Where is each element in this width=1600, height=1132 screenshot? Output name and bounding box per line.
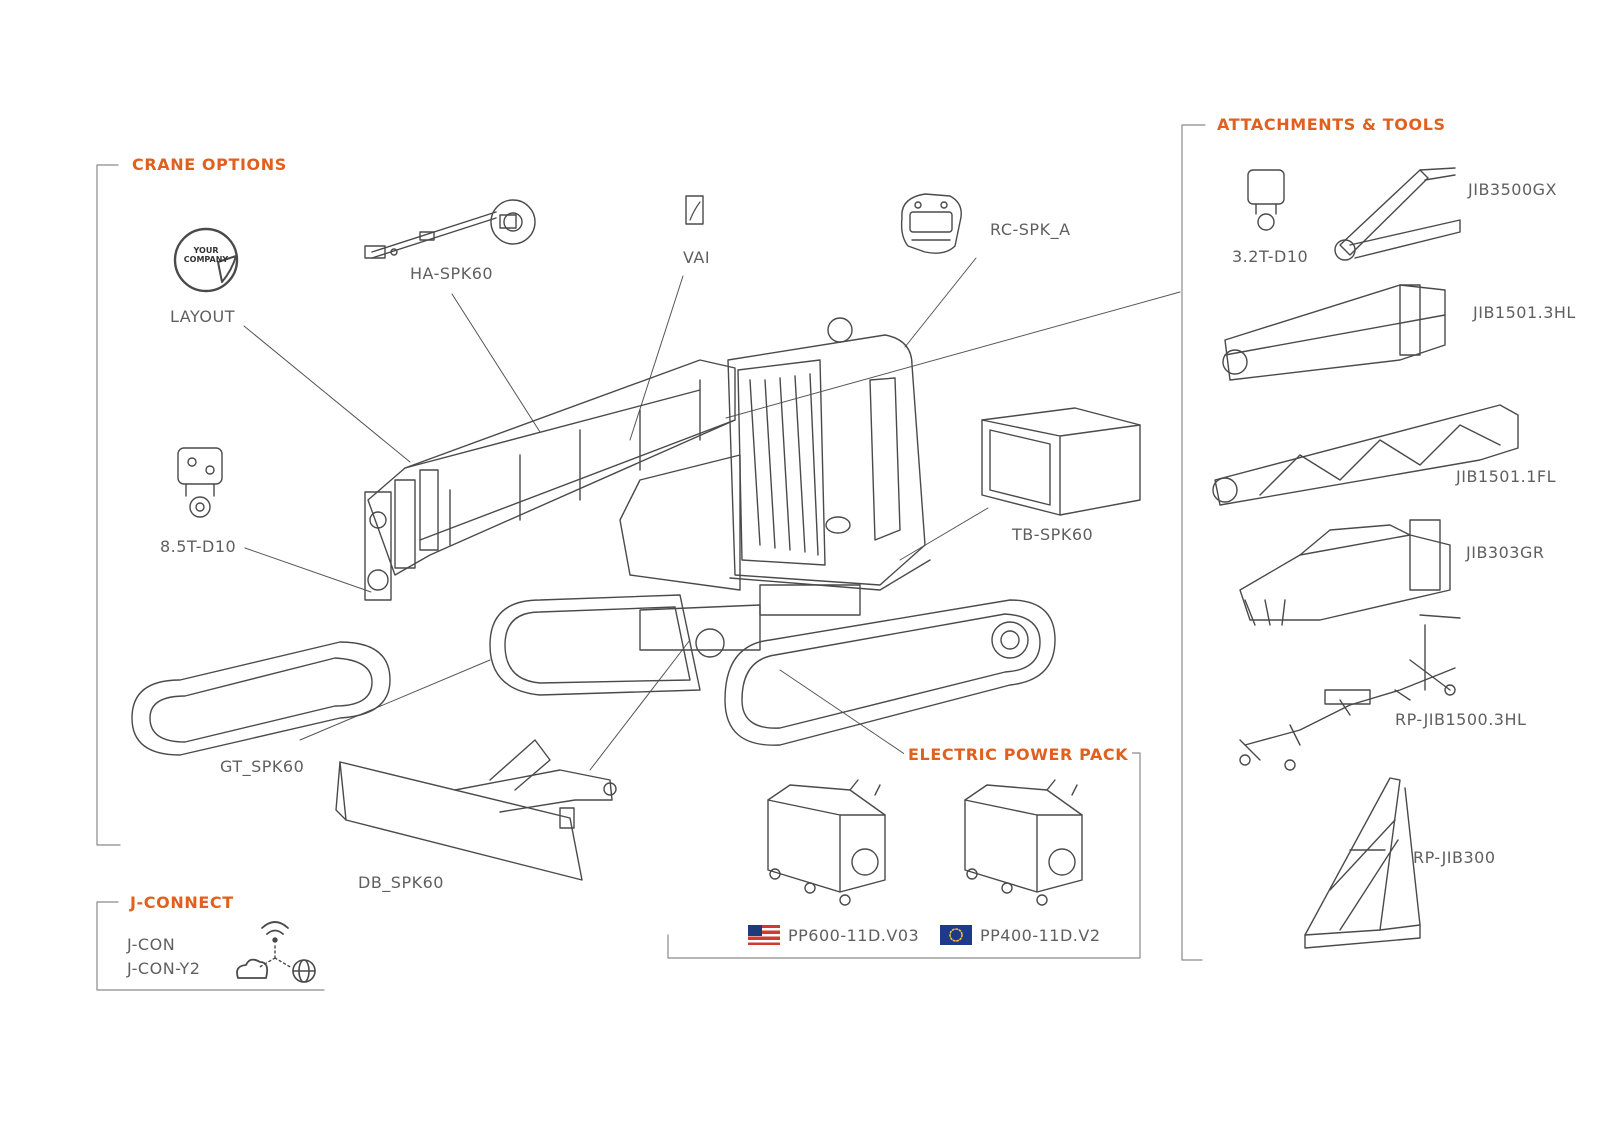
label-jib303gr: JIB303GR (1466, 543, 1545, 562)
label-hook-3-2t: 3.2T-D10 (1232, 247, 1309, 266)
ha-spk60-drawing (364, 199, 536, 259)
db-spk60-drawing (335, 739, 617, 881)
crane-boom (364, 317, 853, 601)
power-pack-eu-drawing (964, 779, 1083, 906)
sticker-text: YOUR COMPANY (180, 246, 232, 264)
crane-tracks (489, 594, 1056, 746)
hook-icon-small (1247, 169, 1285, 231)
label-jib3500gx: JIB3500GX (1468, 180, 1557, 199)
wifi-icon (257, 921, 293, 969)
label-rp-jib300: RP-JIB300 (1413, 848, 1496, 867)
section-brackets (96, 124, 1206, 991)
jib1501-3hl-drawing (1222, 284, 1446, 381)
label-rc-spk-a: RC-SPK_A (990, 220, 1071, 239)
jib303gr-drawing (1239, 519, 1451, 626)
rp-jib300-drawing (1304, 777, 1421, 949)
label-gt-spk60: GT_SPK60 (220, 757, 305, 776)
eu-flag-icon (940, 925, 972, 945)
us-flag-icon (748, 925, 780, 945)
section-title-j-connect: J-CONNECT (126, 893, 238, 912)
label-j-con: J-CON (127, 935, 176, 954)
tb-spk60-drawing (981, 407, 1141, 516)
label-jib1501-3hl: JIB1501.3HL (1473, 303, 1576, 322)
label-j-con-y2: J-CON-Y2 (127, 959, 201, 978)
gt-spk60-drawing (131, 641, 391, 756)
cloud-icon (236, 958, 269, 979)
remote-control-icon (900, 193, 962, 254)
sticker-text-line1: YOUR (193, 246, 219, 255)
globe-icon (292, 959, 316, 983)
rp-jib1500-drawing (1239, 614, 1461, 771)
leader-lines (243, 257, 1181, 771)
section-title-crane-options: CRANE OPTIONS (128, 155, 291, 174)
jib1501-1fl-drawing (1212, 404, 1519, 506)
section-title-attachments: ATTACHMENTS & TOOLS (1213, 115, 1450, 134)
label-pp600: PP600-11D.V03 (788, 926, 920, 945)
section-title-power-pack: ELECTRIC POWER PACK (904, 745, 1133, 764)
label-tb-spk60: TB-SPK60 (1012, 525, 1094, 544)
power-pack-us-drawing (767, 779, 886, 906)
sticker-text-line2: COMPANY (183, 255, 229, 264)
label-layout: LAYOUT (170, 307, 235, 326)
hook-icon-large (177, 447, 223, 518)
sticker-icon (173, 227, 239, 293)
label-rp-jib1500: RP-JIB1500.3HL (1395, 710, 1527, 729)
jib3500gx-drawing (1334, 167, 1461, 261)
label-pp400: PP400-11D.V2 (980, 926, 1101, 945)
label-jib1501-1fl: JIB1501.1FL (1456, 467, 1557, 486)
label-ha-spk60: HA-SPK60 (410, 264, 494, 283)
label-vai: VAI (683, 248, 711, 267)
crane-body (619, 334, 931, 616)
label-db-spk60: DB_SPK60 (358, 873, 444, 892)
vai-indicator-icon (685, 195, 704, 225)
label-hook-8-5t: 8.5T-D10 (160, 537, 237, 556)
